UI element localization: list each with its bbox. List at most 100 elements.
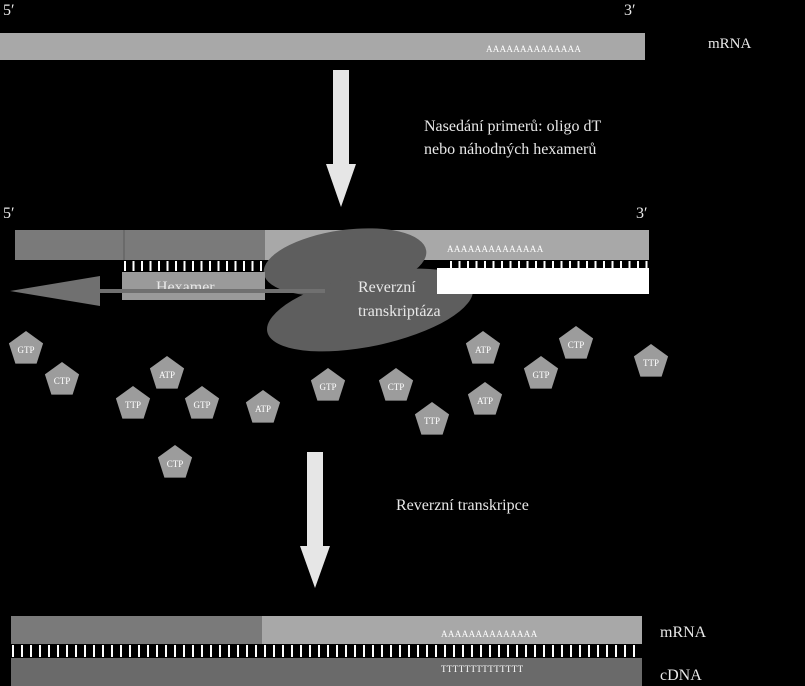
pentagon-shape [558,326,594,359]
hexamer-primer [122,272,265,300]
duplex-base-pair-tick [615,645,617,657]
nucleotide-label: CTP [54,376,71,386]
nucleotide-label: TTP [125,400,141,410]
hexamer-base-pair-tick [234,261,237,271]
oligo-dt-base-pair-tick [458,261,461,269]
nucleotide-atp: ATP [465,331,501,364]
top-five-prime: 5′ [3,2,15,19]
duplex-base-pair-tick [39,645,41,657]
duplex-base-pair-tick [30,645,32,657]
bottom-mrna-label: mRNA [660,624,707,641]
oligo-dt-base-pair-tick [569,261,571,269]
mid-three-prime: 3′ [636,205,648,222]
nucleotide-gtp: GTP [310,368,346,401]
oligo-dt-base-pair-tick [645,261,648,269]
duplex-base-pair-tick [417,645,419,657]
oligo-dt-base-pair-tick [475,261,478,269]
nucleotide-ctp: CTP [157,445,193,478]
hexamer-base-pair-tick [175,261,177,271]
nucleotide-atp: ATP [149,356,185,389]
nucleotide-ctp: CTP [44,362,80,395]
duplex-base-pair-tick [498,645,500,657]
nucleotide-label: TTP [643,358,659,368]
duplex-base-pair-tick [111,645,113,657]
top-three-prime: 3′ [624,2,636,19]
nucleotide-ttp: TTP [115,386,151,419]
duplex-base-pair-tick [318,645,320,657]
duplex-base-pair-tick [57,645,59,657]
pentagon-shape [633,344,669,377]
hexamer-base-pair-tick [243,261,245,271]
duplex-base-pair-tick [192,645,194,657]
bottom-mrna-strand-left [11,616,262,644]
bottom-cdna-strand [11,658,642,686]
duplex-base-pair-tick [336,645,338,657]
hexamer-base-pairs [124,261,262,271]
duplex-base-pair-tick [12,645,14,657]
mid-polyA-tail: AAAAAAAAAAAAAA [447,244,544,254]
step1-line2: nebo náhodných hexamerů [424,141,596,158]
duplex-base-pair-tick [219,645,221,657]
pentagon-shape [115,386,151,419]
oligo-dt-base-pair-tick [492,261,495,269]
duplex-base-pair-tick [579,645,581,657]
pentagon-shape [378,368,414,401]
down-arrow-1 [326,70,356,207]
nucleotide-atp: ATP [245,390,281,423]
duplex-base-pair-tick [381,645,383,657]
bottom-mrna-strand-right [262,616,642,644]
duplex-base-pair-tick [363,645,365,657]
nucleotide-label: TTP [424,416,440,426]
oligo-dt-base-pair-tick [603,261,605,269]
duplex-base-pair-tick [624,645,626,657]
hexamer-base-pair-tick [158,261,160,271]
oligo-dt-base-pair-tick [620,261,622,269]
duplex-base-pair-tick [264,645,266,657]
nucleotide-ctp: CTP [558,326,594,359]
pentagon-shape [184,386,220,419]
oligo-dt-base-pair-tick [509,261,512,269]
top-mrna-strand [0,33,645,60]
duplex-base-pair-tick [435,645,437,657]
duplex-base-pair-tick [120,645,122,657]
step1-line1: Nasedání primerů: oligo dT [424,118,602,135]
pentagon-shape [245,390,281,423]
duplex-base-pair-tick [138,645,140,657]
oligo-dt-base-pair-tick [637,261,639,269]
hexamer-base-pair-tick [260,261,262,271]
duplex-base-pair-tick [372,645,374,657]
hexamer-base-pair-tick [192,261,194,271]
pentagon-shape [157,445,193,478]
oligo-dt-base-pair-tick [552,261,554,269]
oligo-dt-base-pair-tick [484,261,486,269]
duplex-base-pair-tick [525,645,527,657]
top-mrna-label: mRNA [708,36,752,52]
hexamer-base-pair-tick [226,261,228,271]
nucleotide-label: ATP [159,370,175,380]
nucleotide-label: CTP [568,340,585,350]
oligo-dt-base-pair-tick [518,261,520,269]
hexamer-base-pair-tick [183,261,186,271]
pentagon-shape [149,356,185,389]
oligo-dt-base-pair-tick [467,261,469,269]
nucleotide-label: CTP [167,459,184,469]
nucleotide-label: ATP [255,404,271,414]
duplex-base-pair-tick [93,645,95,657]
duplex-base-pair-tick [156,645,158,657]
enzyme-label-line2: transkriptáza [358,303,441,320]
bottom-base-pairs [12,645,635,657]
duplex-base-pair-tick [255,645,257,657]
nucleotide-ttp: TTP [633,344,669,377]
nucleotide-label: GTP [532,370,549,380]
duplex-base-pair-tick [390,645,392,657]
duplex-base-pair-tick [183,645,185,657]
oligo-dt-primer [437,268,649,294]
duplex-base-pair-tick [75,645,77,657]
pentagon-shape [523,356,559,389]
nucleotide-label: ATP [475,345,491,355]
nucleotide-gtp: GTP [523,356,559,389]
duplex-base-pair-tick [66,645,68,657]
duplex-base-pair-tick [453,645,455,657]
